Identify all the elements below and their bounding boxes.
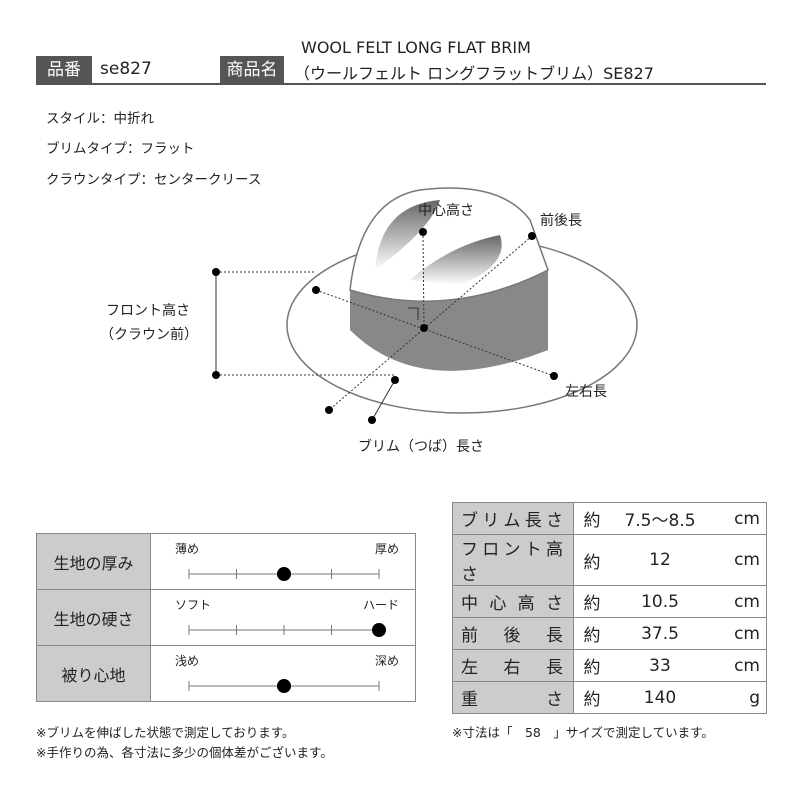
size-value: 33 <box>649 655 671 676</box>
feel-row: 生地の硬さ ソフト ハード <box>36 589 416 646</box>
size-unit: g <box>749 687 760 708</box>
scale-min-label: 薄め <box>175 542 200 556</box>
scale-marker <box>372 623 386 637</box>
product-name-label: 商品名 <box>220 56 284 84</box>
header-divider <box>36 83 766 85</box>
scale-min-label: 浅め <box>175 654 200 668</box>
label-front-height-sub: （クラウン前） <box>100 327 198 343</box>
size-prefix: 約 <box>583 626 601 646</box>
note-handmade: ※手作りの為、各寸法に多少の個体差がございます。 <box>36 745 333 760</box>
size-row: 重さ 約 140 g <box>452 681 767 714</box>
feel-scale: ソフト ハード <box>150 589 416 646</box>
size-row: ブリム長さ 約 7.5～8.5 cm <box>452 502 767 535</box>
size-value: 12 <box>649 550 671 570</box>
size-unit: cm <box>734 623 760 644</box>
scale-max-label: 深め <box>374 654 399 668</box>
size-prefix: 約 <box>583 690 601 710</box>
size-value: 7.5～8.5 <box>624 511 696 531</box>
label-left-right: 左右長 <box>565 384 607 400</box>
spec-crown-type: クラウンタイプ：センタークリース <box>46 172 262 188</box>
size-value: 10.5 <box>641 591 679 612</box>
scale-min-label: ソフト <box>175 598 212 612</box>
size-row: 中心高さ 約 10.5 cm <box>452 585 767 618</box>
feel-row: 被り心地 浅め 深め <box>36 645 416 702</box>
note-size: ※寸法は「 58 」サイズで測定しています。 <box>452 725 714 740</box>
size-unit: cm <box>734 550 760 570</box>
size-value: 37.5 <box>641 623 679 644</box>
size-unit: cm <box>734 591 760 612</box>
note-brim: ※ブリムを伸ばした状態で測定しております。 <box>36 725 295 740</box>
size-row: 左右長 約 33 cm <box>452 649 767 682</box>
size-prefix: 約 <box>583 658 601 678</box>
size-label: 中心高さ <box>452 585 574 618</box>
size-row: フロント高さ 約 12 cm <box>452 534 767 586</box>
product-name-en: WOOL FELT LONG FLAT BRIM <box>301 38 531 57</box>
size-row: 前後長 約 37.5 cm <box>452 617 767 650</box>
crown-crease-right <box>410 235 502 285</box>
size-label: 左右長 <box>452 649 574 682</box>
scale-max-label: ハード <box>362 598 399 612</box>
scale-track <box>188 623 386 637</box>
scale-track <box>188 679 380 693</box>
size-value: 140 <box>643 687 677 708</box>
size-prefix: 約 <box>583 552 601 573</box>
size-label: 前後長 <box>452 617 574 650</box>
size-unit: cm <box>734 508 760 529</box>
measurement-points <box>212 228 558 424</box>
feel-label: 被り心地 <box>36 645 151 702</box>
crown-crease-left <box>375 200 440 270</box>
spec-brim-type: ブリムタイプ：フラット <box>46 141 195 157</box>
label-front-height: フロント高さ <box>106 303 190 319</box>
scale-track <box>188 567 380 581</box>
product-number: se827 <box>100 59 152 79</box>
feel-label: 生地の硬さ <box>36 589 151 646</box>
feel-scale: 薄め 厚め <box>150 533 416 590</box>
size-label: 重さ <box>452 681 574 714</box>
label-center-height: 中心高さ <box>418 203 474 219</box>
size-label: フロント高さ <box>452 534 574 586</box>
product-name-jp: （ウールフェルト ロングフラットブリム）SE827 <box>294 64 654 83</box>
label-front-back: 前後長 <box>540 213 582 229</box>
scale-marker <box>277 567 291 581</box>
scale-marker <box>277 679 291 693</box>
feel-row: 生地の厚み 薄め 厚め <box>36 533 416 590</box>
size-prefix: 約 <box>583 594 601 614</box>
product-number-label: 品番 <box>36 56 92 84</box>
label-brim-length: ブリム（つば）長さ <box>358 439 484 455</box>
size-unit: cm <box>734 655 760 676</box>
feel-table: 生地の厚み 薄め 厚め 生地の硬さ ソフト ハード 被り心地 浅め 深め <box>36 533 416 702</box>
size-label: ブリム長さ <box>452 502 574 535</box>
spec-style: スタイル：中折れ <box>46 111 154 127</box>
feel-scale: 浅め 深め <box>150 645 416 702</box>
size-prefix: 約 <box>583 511 601 531</box>
feel-label: 生地の厚み <box>36 533 151 590</box>
scale-max-label: 厚め <box>374 542 399 556</box>
hat-diagram <box>212 187 638 424</box>
